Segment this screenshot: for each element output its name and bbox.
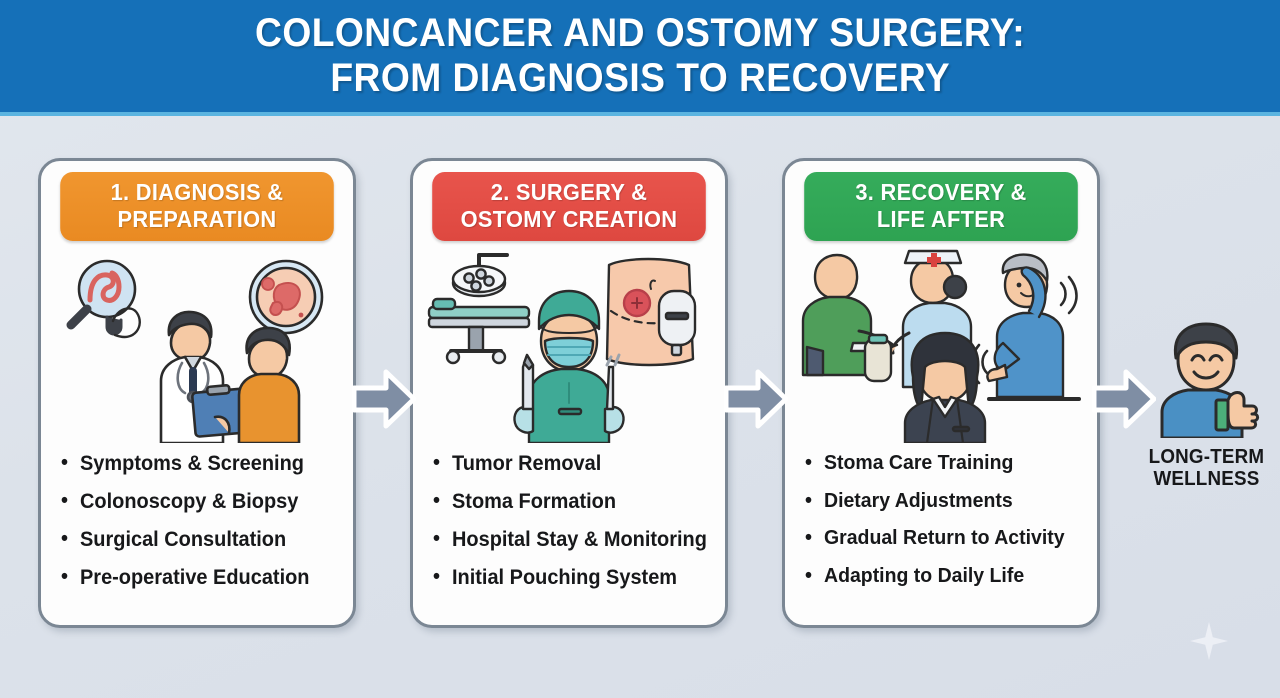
stage-3-bullet-list: Stoma Care Training Dietary Adjustments … [793,452,1089,603]
page-title-line-2: FROM DIAGNOSIS TO RECOVERY [330,56,950,100]
list-item: Adapting to Daily Life [805,565,1075,587]
list-item: Initial Pouching System [433,566,703,588]
thumbs-up-person-icon [1150,320,1262,438]
list-item: Colonoscopy & Biopsy [61,490,331,512]
list-item: Pre-operative Education [61,566,331,588]
outcome-block: LONG-TERM WELLNESS [1140,320,1272,491]
stage-1-illustration [49,247,345,444]
stage-card-surgery: 2. SURGERY & OSTOMY CREATION [410,158,728,628]
flow-arrow-right-icon [352,368,416,430]
stage-2-header-line-1: 2. SURGERY & [490,179,648,205]
list-item: Gradual Return to Activity [805,527,1075,549]
stage-3-header: 3. RECOVERY & LIFE AFTER [804,172,1078,242]
stage-card-diagnosis: 1. DIAGNOSIS & PREPARATION [38,158,356,628]
stage-1-header-line-1: 1. DIAGNOSIS & [110,179,284,205]
outcome-label-line-1: LONG-TERM [1148,446,1264,468]
list-item: Surgical Consultation [61,528,331,550]
stage-2-header: 2. SURGERY & OSTOMY CREATION [432,172,706,242]
list-item: Dietary Adjustments [805,490,1075,512]
stage-3-illustration [793,247,1089,444]
flow-arrow-right-icon [724,368,788,430]
list-item: Hospital Stay & Monitoring [433,528,707,550]
stage-3-header-line-1: 3. RECOVERY & [855,179,1027,205]
stage-1-bullet-list: Symptoms & Screening Colonoscopy & Biops… [49,452,345,605]
stage-1-header: 1. DIAGNOSIS & PREPARATION [60,172,334,242]
outcome-label: LONG-TERM WELLNESS [1148,446,1264,491]
stage-2-header-line-2: OSTOMY CREATION [460,205,678,232]
stage-2-illustration [421,247,717,444]
list-item: Stoma Care Training [805,452,1075,474]
flow-arrow-right-icon [1092,368,1156,430]
list-item: Symptoms & Screening [61,452,331,474]
header-band: COLONCANCER AND OSTOMY SURGERY: FROM DIA… [0,0,1280,116]
stage-1-header-line-2: PREPARATION [117,205,277,232]
outcome-label-line-2: WELLNESS [1153,468,1259,491]
stage-row: 1. DIAGNOSIS & PREPARATION [0,120,1280,698]
stage-2-bullet-list: Tumor Removal Stoma Formation Hospital S… [421,452,717,605]
stage-3-header-line-2: LIFE AFTER [876,205,1006,232]
stage-card-recovery: 3. RECOVERY & LIFE AFTER [782,158,1100,628]
list-item: Stoma Formation [433,490,703,512]
list-item: Tumor Removal [433,452,703,474]
page-title-line-1: COLONCANCER AND OSTOMY SURGERY: [254,11,1026,56]
